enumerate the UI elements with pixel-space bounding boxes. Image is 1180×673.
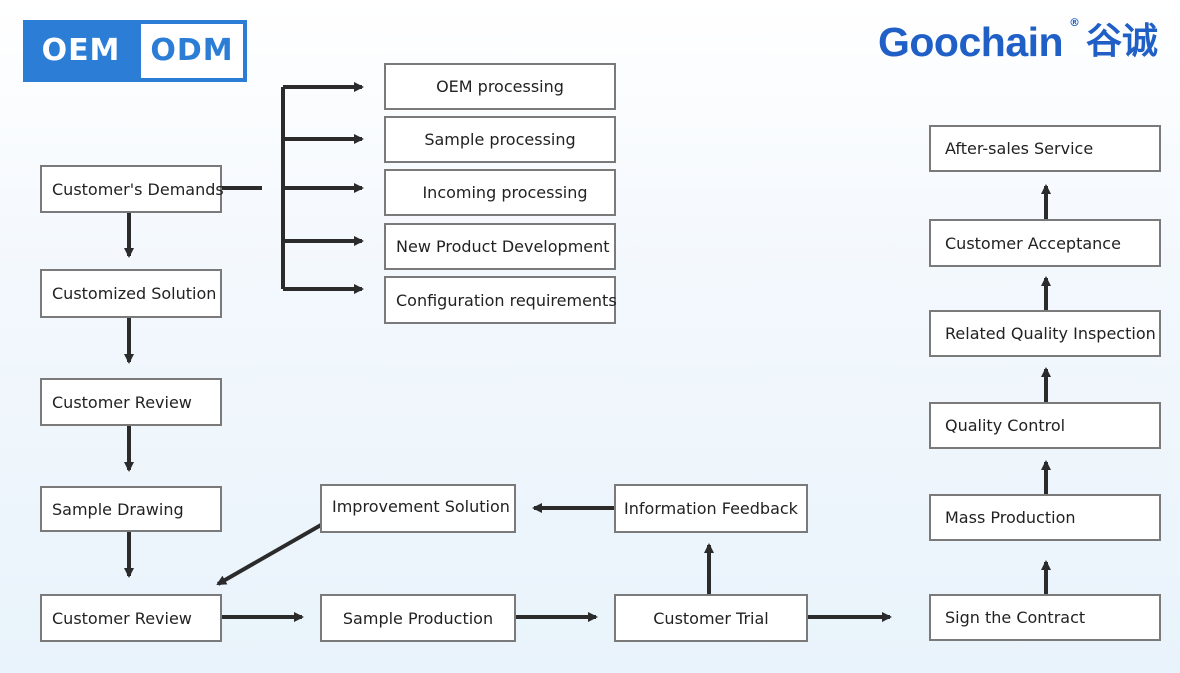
node-label: New Product Development — [396, 237, 610, 256]
node-related-quality-inspection: Related Quality Inspection — [929, 310, 1161, 357]
logo-name: Goochain — [878, 19, 1064, 65]
node-customers-demands: Customer's Demands — [40, 165, 224, 213]
node-mass-production: Mass Production — [929, 494, 1161, 541]
node-label: Configuration requirements — [396, 290, 617, 310]
node-label: After-sales Service — [945, 139, 1094, 158]
node-label: Customer Review — [52, 608, 192, 628]
node-sample-production: Sample Production — [320, 594, 516, 642]
node-incoming-processing: Incoming processing — [384, 169, 616, 216]
node-label: Customer's Demands — [52, 179, 224, 199]
node-label: Incoming processing — [422, 183, 588, 202]
logo-chinese: 谷诚 — [1086, 21, 1159, 62]
node-customer-review-1: Customer Review — [40, 378, 222, 426]
node-customer-review-2: Customer Review — [40, 594, 222, 642]
node-customized-solution: Customized Solution — [40, 269, 222, 318]
logo-registered-mark: ® — [1069, 16, 1080, 29]
node-label: Sign the Contract — [945, 608, 1086, 627]
node-oem-processing: OEM processing — [384, 63, 616, 110]
node-label: Sample processing — [424, 130, 576, 149]
node-label: Customer Review — [52, 392, 192, 412]
node-improvement-solution: Improvement Solution — [320, 484, 516, 533]
node-label: Sample Drawing — [52, 499, 184, 519]
node-information-feedback: Information Feedback — [614, 484, 808, 533]
goochain-logo: Goochain ® 谷诚 — [878, 14, 1168, 70]
node-label: Customer Trial — [653, 608, 769, 628]
oem-odm-badge: OEM ODM — [23, 20, 247, 82]
node-sample-drawing: Sample Drawing — [40, 486, 222, 532]
node-sample-processing: Sample processing — [384, 116, 616, 163]
node-new-product-development: New Product Development — [384, 223, 616, 270]
arrow-improvement-review2 — [216, 523, 322, 586]
node-label: Mass Production — [945, 508, 1076, 527]
node-label: Customized Solution — [52, 284, 217, 303]
node-label: Customer Acceptance — [945, 233, 1121, 253]
node-sign-the-contract: Sign the Contract — [929, 594, 1161, 641]
node-quality-control: Quality Control — [929, 402, 1161, 449]
badge-odm-label: ODM — [141, 24, 243, 78]
node-configuration-requirements: Configuration requirements — [384, 276, 617, 324]
badge-oem-label: OEM — [41, 33, 121, 68]
node-label: Improvement Solution — [332, 497, 510, 516]
node-label: Related Quality Inspection — [945, 324, 1156, 343]
node-after-sales-service: After-sales Service — [929, 125, 1161, 172]
node-customer-acceptance: Customer Acceptance — [929, 219, 1161, 267]
node-label: Quality Control — [945, 416, 1066, 435]
node-customer-trial: Customer Trial — [614, 594, 808, 642]
node-label: Sample Production — [342, 608, 494, 628]
node-label: OEM processing — [436, 77, 564, 96]
node-label: Information Feedback — [624, 499, 798, 518]
